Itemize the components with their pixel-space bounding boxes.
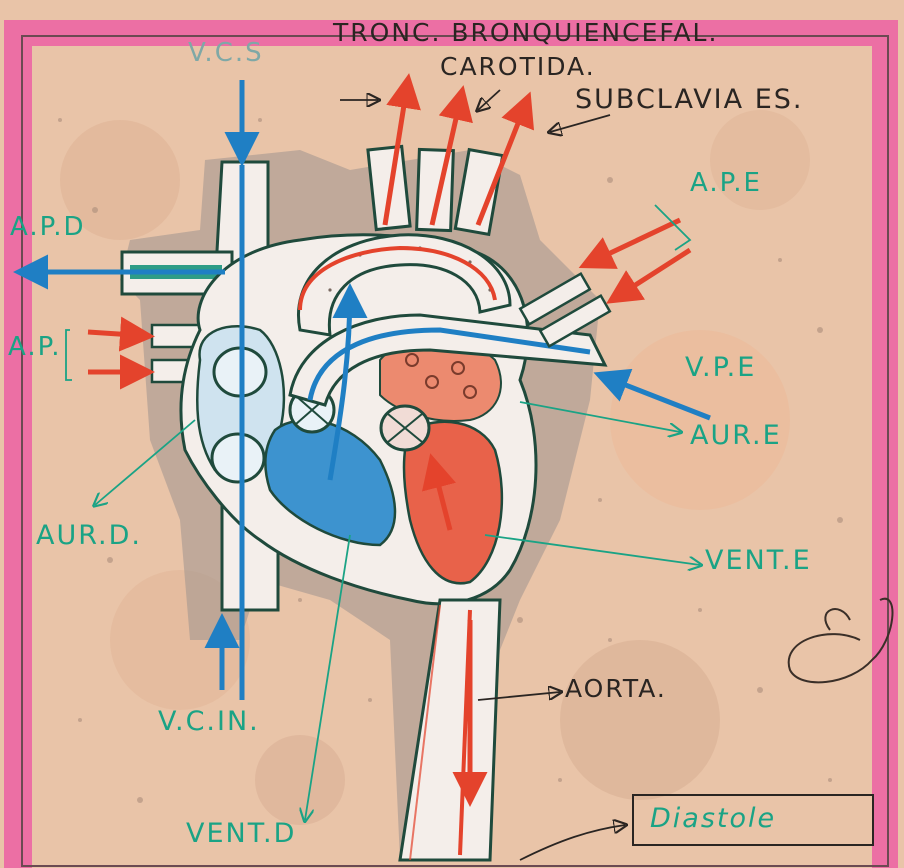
label-ventriculo-derecho: VENT.D: [186, 818, 296, 849]
label-vena-cava-superior: V.C.S: [188, 38, 264, 68]
label-vena-cava-inferior: V.C.IN.: [158, 706, 260, 737]
right-atrium-ring-lower: [212, 434, 264, 482]
label-arteria-pulmonar-derecha: A.P.D: [10, 212, 86, 242]
label-aorta: AORTA.: [565, 674, 667, 703]
label-auricula-izquierda: AUR.E: [690, 420, 782, 451]
label-carotida: CAROTIDA.: [440, 52, 596, 81]
label-vena-pulmonar-izquierda: V.P.E: [685, 352, 756, 383]
label-subclavias: SUBCLAVIA ES.: [575, 84, 803, 115]
label-tronco-braquiocefalico: TRONC. BRONQUIENCEFAL.: [333, 18, 718, 47]
label-ap: A.P.: [8, 332, 62, 362]
label-auricula-derecha: AUR.D.: [36, 520, 142, 551]
label-arteria-pulmonar-izquierda: A.P.E: [690, 168, 762, 198]
label-ventriculo-izquierdo: VENT.E: [705, 545, 812, 576]
label-diastole: Diastole: [650, 803, 776, 834]
